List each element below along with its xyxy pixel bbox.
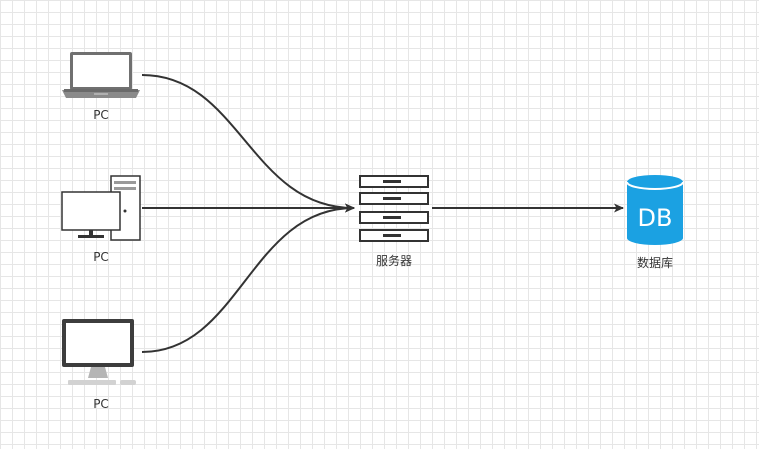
- pc-tower-label: PC: [93, 250, 109, 264]
- pc-imac-label: PC: [93, 397, 109, 411]
- desktop-tower-icon[interactable]: [61, 175, 141, 241]
- pc-laptop-label: PC: [93, 108, 109, 122]
- laptop-icon[interactable]: [62, 52, 140, 98]
- imac-icon[interactable]: [62, 319, 136, 385]
- server-rack-icon[interactable]: [359, 175, 429, 242]
- edge-laptop-to-server: [141, 74, 355, 213]
- database-text: DB: [638, 204, 673, 232]
- edge-imac-to-server: [141, 203, 355, 353]
- server-label: 服务器: [375, 254, 412, 268]
- database-label: 数据库: [636, 256, 673, 270]
- database-icon[interactable]: DB: [626, 175, 684, 245]
